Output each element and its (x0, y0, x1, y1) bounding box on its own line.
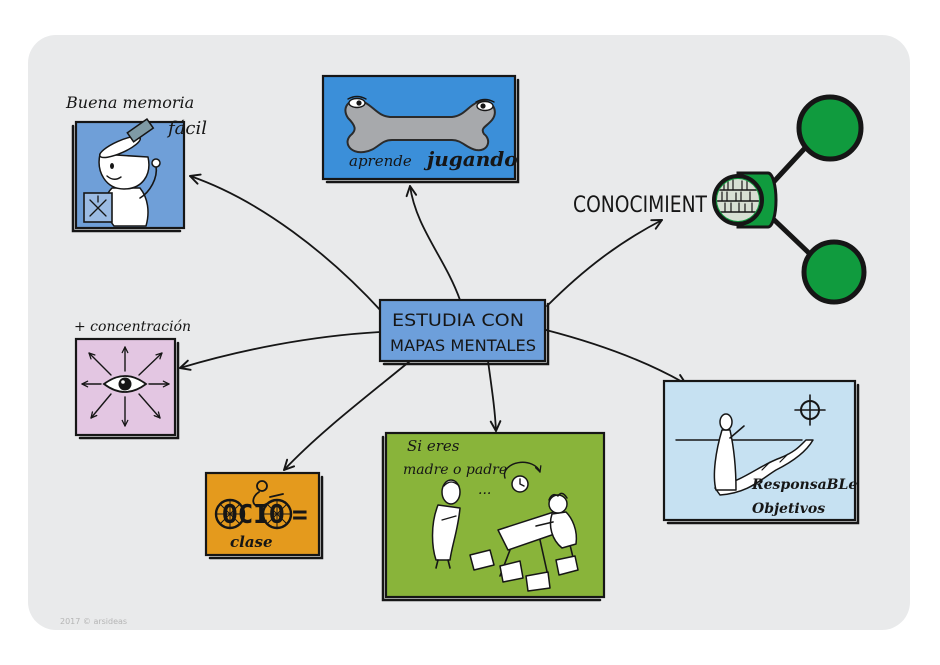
arrow-to-responsable (545, 329, 687, 385)
standing-person-figure (713, 413, 745, 491)
node-responsable: ResponsaBLe Objetivos (662, 379, 860, 525)
node-jugando: aprende jugando (321, 74, 520, 184)
target-icon (794, 394, 826, 426)
padres-line1: Si eres (407, 437, 460, 455)
jugando-label-aprende: aprende (349, 152, 412, 170)
padres-line3: ... (478, 482, 491, 498)
ocio-letters: OCIO (222, 500, 285, 530)
standing-parent-figure (431, 479, 461, 569)
bicycle-icon (214, 480, 293, 530)
share-icon (712, 94, 867, 305)
concentracion-label: + concentración (74, 319, 191, 335)
responsable-line2: Objetivos (752, 501, 825, 517)
eye-right-icon (475, 98, 495, 112)
node-memoria: Buena memoria fácil (65, 93, 207, 233)
bone-icon (344, 95, 496, 154)
ocio-equals: = (292, 500, 308, 530)
node-ocio: OCIO= clase (204, 471, 324, 560)
node-padres: Si eres madre o padre ... (381, 431, 606, 602)
memoria-label-facil: fácil (166, 118, 207, 139)
responsable-line1: ResponsaBLe (751, 477, 857, 493)
studying-child-figure (497, 492, 578, 577)
padres-line2: madre o padre (403, 462, 507, 478)
conocimiento-label: CONOCIMIENT (573, 193, 707, 218)
ocio-word: OCIO= (222, 500, 308, 530)
node-conocimiento: CONOCIMIENT (573, 94, 867, 305)
scattered-papers (469, 549, 579, 592)
jugando-label-jugando: jugando (423, 147, 518, 171)
arrow-to-ocio (283, 360, 411, 471)
arrow-to-jugando (405, 185, 461, 301)
eye-left-icon (347, 95, 367, 109)
radiating-arrows (81, 346, 170, 427)
connector-arrows (179, 173, 687, 471)
bookshelf-icon (717, 179, 759, 221)
arrow-to-memoria (189, 173, 383, 313)
node-concentracion: + concentración (74, 319, 191, 440)
footer-credit: 2017 © arsideas (60, 617, 127, 626)
head-book-icon (83, 117, 161, 227)
memoria-label: Buena memoria (65, 93, 194, 112)
center-node: ESTUDIA CON MAPAS MENTALES (378, 298, 550, 366)
arrow-to-conocimiento (546, 219, 663, 307)
center-title-line1: ESTUDIA CON (392, 311, 524, 331)
clock-icon (503, 461, 540, 493)
eye-icon (102, 375, 148, 393)
center-title-line2: MAPAS MENTALES (390, 336, 536, 355)
arrow-to-concentracion (179, 331, 381, 371)
arrow-to-padres (487, 360, 502, 432)
ocio-clase: clase (230, 533, 273, 551)
path-road (714, 439, 814, 496)
